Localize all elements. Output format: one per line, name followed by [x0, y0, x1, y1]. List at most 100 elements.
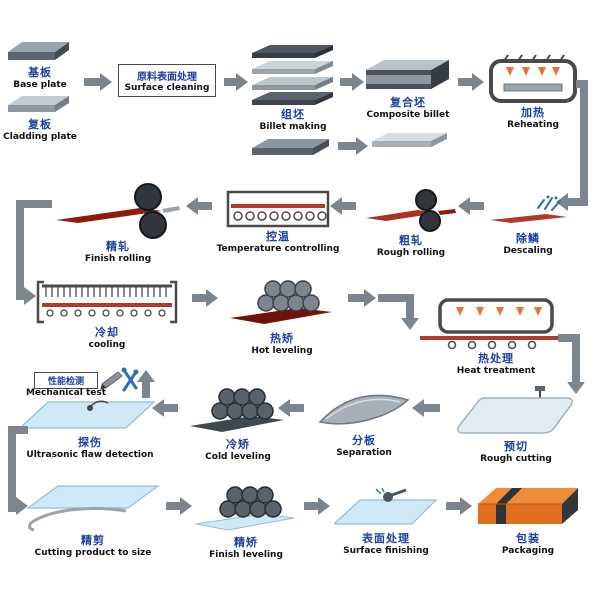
arrow-into-cooling: [16, 292, 24, 300]
packaging-label-en: Packaging: [501, 545, 555, 556]
cladding-plate-label-zh: 复板: [28, 118, 52, 131]
connector-left-down-2: [8, 426, 16, 512]
cold-leveling-label: 冷矫 Cold leveling: [190, 438, 286, 463]
rough-cutting-label-en: Rough cutting: [480, 453, 552, 464]
arrow-plates-to-cleaning: [84, 78, 100, 86]
mechanical-test-tools-icon: [100, 367, 139, 392]
arrow-cutting-to-finish-leveling: [166, 502, 180, 510]
cold-leveling-label-en: Cold leveling: [205, 451, 271, 462]
base-plate-icon: [8, 42, 69, 60]
reheating-label-zh: 加热: [521, 106, 545, 119]
hot-leveling-icon: [230, 280, 332, 324]
mechanical-test-box: 性能检测: [34, 372, 98, 389]
rough-cutting-label: 预切 Rough cutting: [456, 440, 576, 465]
arrow-billet-to-composite: [340, 78, 352, 86]
heat-treatment-label-en: Heat treatment: [456, 365, 536, 376]
billet-making-label-en: Billet making: [259, 121, 327, 132]
arrow-cleaning-to-billet: [224, 78, 236, 86]
cooling-label: 冷却 cooling: [64, 326, 150, 351]
composite-slab-icon: [372, 133, 447, 147]
connector-left-down: [16, 200, 24, 298]
composite-billet-label: 复合坯 Composite billet: [354, 96, 462, 121]
surface-finishing-label-zh: 表面处理: [362, 532, 410, 545]
surface-finishing-label-en: Surface finishing: [343, 545, 429, 556]
finish-leveling-label: 精矫 Finish leveling: [200, 536, 292, 561]
arrow-composite-to-reheating: [458, 78, 472, 86]
finish-leveling-label-zh: 精矫: [234, 536, 258, 549]
separation-label-en: Separation: [336, 447, 392, 458]
arrow-cold-leveling-to-flaw-detection: [164, 404, 178, 412]
surface-finishing-icon: [334, 488, 438, 525]
surface-cleaning-label-zh: 原料表面处理: [137, 72, 197, 83]
separation-label: 分板 Separation: [318, 434, 410, 459]
ultrasonic-flaw-detection-label-en: Ultrasonic flaw detection: [26, 449, 154, 460]
temperature-controlling-label-zh: 控温: [266, 230, 290, 243]
billet-making-label-zh: 组坯: [281, 108, 305, 121]
separation-label-zh: 分板: [352, 434, 376, 447]
arrow-finish-leveling-to-surface: [304, 502, 318, 510]
cooling-icon: [36, 280, 178, 324]
arrow-rough-cutting-to-separation: [424, 404, 440, 412]
temperature-controlling-label-en: Temperature controlling: [216, 243, 340, 254]
arrow-hot-leveling-right: [348, 294, 364, 302]
cladding-plate-label-en: Cladding plate: [3, 131, 77, 142]
rough-rolling-icon: [366, 189, 456, 232]
arrow-into-cutting-to-size: [8, 502, 16, 510]
composite-billet-label-en: Composite billet: [366, 109, 450, 120]
connector-finish-rolling-stub: [16, 200, 52, 208]
separation-icon: [318, 394, 410, 425]
packaging-label: 包装 Packaging: [482, 532, 574, 557]
packaging-label-zh: 包装: [516, 532, 540, 545]
surface-cleaning-box: 原料表面处理 Surface cleaning: [118, 64, 216, 97]
ultrasonic-flaw-detection-label-zh: 探伤: [78, 436, 102, 449]
rough-rolling-label-zh: 粗轧: [399, 234, 423, 247]
arrow-lower-slabs: [338, 142, 356, 150]
reheating-label: 加热 Reheating: [490, 106, 576, 131]
descaling-label-zh: 除鳞: [516, 232, 540, 245]
finish-rolling-icon: [56, 183, 180, 239]
heat-treatment-label: 热处理 Heat treatment: [436, 352, 556, 377]
finish-leveling-label-en: Finish leveling: [209, 549, 283, 560]
hot-leveling-label: 热矫 Hot leveling: [236, 332, 328, 357]
finish-rolling-label-zh: 精轧: [106, 240, 130, 253]
cutting-product-to-size-label: 精剪 Cutting product to size: [10, 534, 176, 559]
cooling-label-zh: 冷却: [95, 326, 119, 339]
composite-billet-label-zh: 复合坯: [390, 96, 426, 109]
heat-treatment-label-zh: 热处理: [478, 352, 514, 365]
base-plate-label-en: Base plate: [13, 79, 67, 90]
mechanical-test-label-zh: 性能检测: [47, 377, 84, 387]
rough-rolling-label: 粗轧 Rough rolling: [366, 234, 456, 259]
arrow-descaling-to-rough-rolling: [470, 202, 484, 210]
cutting-product-to-size-icon: [26, 485, 160, 532]
cutting-product-to-size-label-zh: 精剪: [81, 534, 105, 547]
billet-making-icon: [252, 45, 333, 105]
connector-heat-treatment-stub: [558, 334, 580, 342]
billet-making-label: 组坯 Billet making: [244, 108, 342, 133]
arrow-into-descaling: [568, 198, 588, 206]
finish-rolling-label: 精轧 Finish rolling: [68, 240, 168, 265]
arrow-down-into-rough-cutting: [572, 334, 580, 382]
heat-treatment-icon: [420, 298, 560, 350]
rough-cutting-icon: [457, 386, 573, 434]
connector-flaw-detection-stub: [8, 426, 28, 434]
base-plate-label-zh: 基板: [28, 66, 52, 79]
base-plate-label: 基板 Base plate: [0, 66, 80, 91]
arrow-surface-to-packaging: [446, 502, 460, 510]
rough-rolling-label-en: Rough rolling: [376, 247, 446, 258]
connector-reheating-down: [580, 80, 588, 206]
cutting-product-to-size-label-en: Cutting product to size: [34, 547, 152, 558]
arrow-rough-rolling-to-temp: [342, 202, 356, 210]
reheating-furnace-icon: [489, 54, 577, 103]
arrow-down-into-heat-treatment: [406, 302, 414, 318]
temperature-controlling-icon: [226, 190, 330, 228]
hot-leveling-label-en: Hot leveling: [251, 345, 313, 356]
assembled-billet-slab-icon: [252, 139, 329, 155]
reheating-label-en: Reheating: [507, 119, 559, 130]
ultrasonic-flaw-detection-icon: [20, 400, 156, 429]
arrow-cooling-to-hot-leveling: [192, 294, 206, 302]
arrow-temp-to-finish-rolling: [198, 202, 212, 210]
descaling-icon: [490, 195, 567, 223]
temperature-controlling-label: 控温 Temperature controlling: [206, 230, 350, 255]
finish-leveling-icon: [196, 486, 295, 531]
descaling-label-en: Descaling: [503, 245, 553, 256]
